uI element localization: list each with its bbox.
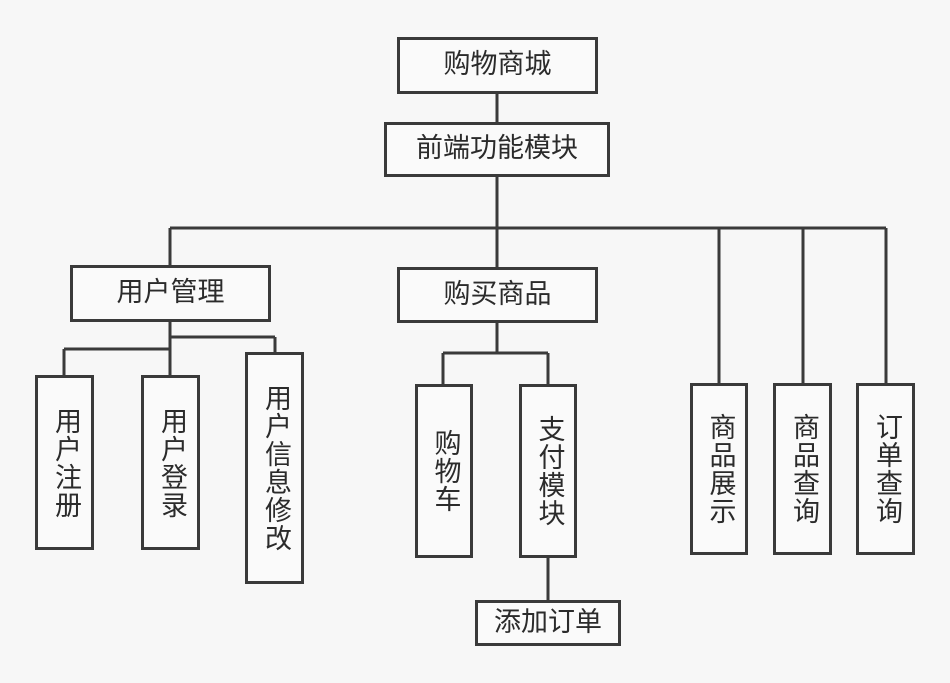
node-add-order[interactable]: 添加订单 <box>475 600 621 646</box>
node-user-info-edit-label: 用户信息修改 <box>259 384 291 552</box>
node-add-order-label: 添加订单 <box>494 606 602 638</box>
node-user-login-label: 用户登录 <box>155 406 187 519</box>
node-order-query-label: 订单查询 <box>870 413 902 525</box>
node-user-management[interactable]: 用户管理 <box>70 265 271 322</box>
node-user-register-label: 用户注册 <box>49 406 81 519</box>
node-goods-display-label: 商品展示 <box>704 413 736 525</box>
node-order-query[interactable]: 订单查询 <box>856 383 915 555</box>
node-user-info-edit[interactable]: 用户信息修改 <box>245 352 304 584</box>
node-purchase-goods-label: 购买商品 <box>443 278 552 310</box>
node-user-management-label: 用户管理 <box>116 277 225 309</box>
node-user-register[interactable]: 用户注册 <box>35 375 94 550</box>
node-purchase-goods[interactable]: 购买商品 <box>397 267 598 323</box>
node-frontend-module-label: 前端功能模块 <box>416 133 578 165</box>
node-user-login[interactable]: 用户登录 <box>141 375 200 550</box>
node-shopping-cart-label: 购物车 <box>429 429 461 513</box>
node-goods-query[interactable]: 商品查询 <box>773 383 832 555</box>
node-root[interactable]: 购物商城 <box>397 37 598 94</box>
node-payment-module-label: 支付模块 <box>533 415 565 527</box>
node-goods-query-label: 商品查询 <box>787 413 819 525</box>
node-payment-module[interactable]: 支付模块 <box>519 384 577 558</box>
node-goods-display[interactable]: 商品展示 <box>690 383 748 555</box>
node-shopping-cart[interactable]: 购物车 <box>415 384 473 558</box>
node-root-label: 购物商城 <box>443 49 552 81</box>
node-frontend-module[interactable]: 前端功能模块 <box>384 122 610 177</box>
